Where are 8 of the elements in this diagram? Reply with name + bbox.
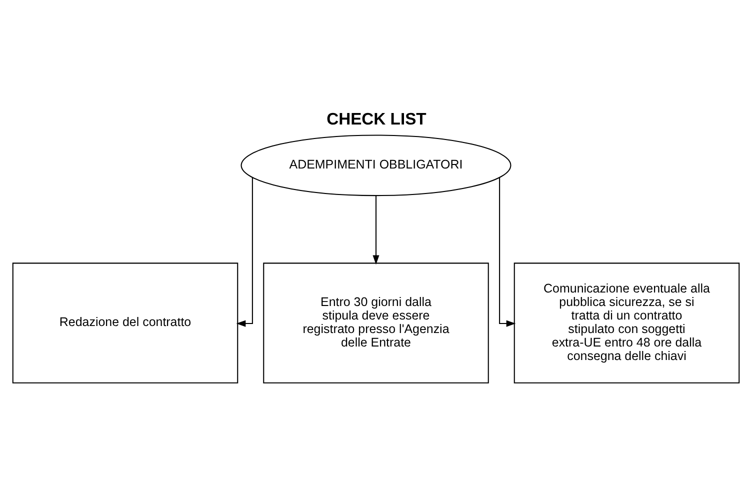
arrow — [499, 178, 516, 327]
diagram-title: CHECK LIST — [326, 110, 426, 129]
node-ellipse: ADEMPIMENTI OBBLIGATORI — [240, 134, 512, 196]
node-box: Redazione del contratto — [12, 262, 238, 384]
node-box: Entro 30 giorni dalla stipula deve essere registrato presso l'Agenzia delle Entrate — [263, 262, 489, 384]
arrow — [372, 196, 380, 265]
arrow — [236, 178, 253, 327]
node-box: Comunicazione eventuale alla pubblica sicurezza, se si tratta di un contratto stipulato con soggetti extra-UE entro 48 ore dalla consegna delle chiavi — [514, 262, 740, 384]
